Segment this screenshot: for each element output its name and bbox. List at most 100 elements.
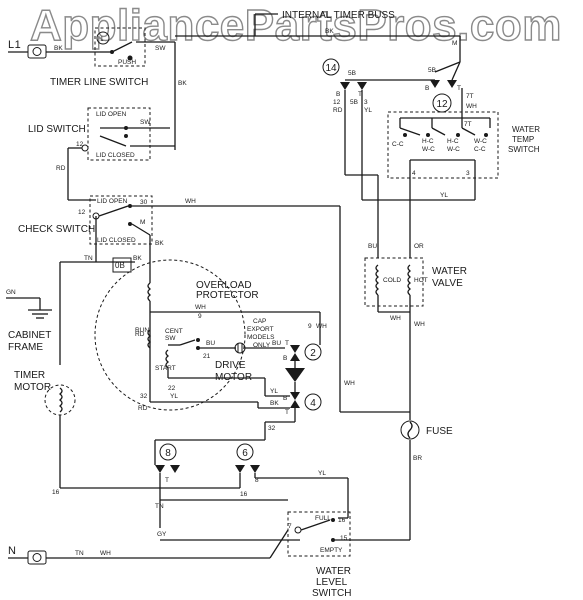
cam-switch-6: 6 8 YL	[235, 443, 349, 519]
svg-text:16: 16	[338, 517, 346, 524]
svg-text:TEMP: TEMP	[512, 135, 534, 144]
tn-wire: TN 0B BK	[59, 216, 142, 365]
internal-timer-buss-label: INTERNAL TIMER BUSS	[282, 10, 395, 21]
svg-text:W-C: W-C	[447, 146, 460, 153]
svg-text:BK: BK	[155, 240, 164, 247]
bottom-bus: 16 TN GY	[59, 473, 300, 541]
svg-text:15: 15	[340, 535, 348, 542]
svg-text:EXPORT: EXPORT	[247, 326, 274, 333]
drive-motor: OVERLOAD PROTECTOR WH 9 RUN RD START CEN…	[94, 259, 320, 411]
svg-text:TN: TN	[84, 255, 93, 262]
callout-12	[432, 93, 452, 113]
l1-input: L1 BK	[8, 39, 100, 59]
timer-line-switch-box	[94, 27, 146, 67]
svg-text:W-C: W-C	[422, 146, 435, 153]
svg-text:GN: GN	[6, 289, 16, 296]
motor-wh-wire: 9 WH	[308, 312, 327, 345]
svg-text:HOT: HOT	[414, 277, 428, 284]
svg-text:RUN: RUN	[135, 327, 149, 334]
callout-0b	[112, 257, 132, 273]
svg-text:7: 7	[288, 523, 292, 530]
svg-text:C-C: C-C	[392, 141, 404, 148]
lid-switch-label: LID SWITCH	[28, 124, 86, 135]
svg-text:BK: BK	[54, 45, 63, 52]
svg-text:3: 3	[364, 99, 368, 106]
svg-text:LID CLOSED: LID CLOSED	[96, 152, 135, 159]
water-valve: COLD HOT WH WH WATER VALVE	[364, 257, 467, 328]
svg-text:TN: TN	[75, 550, 84, 557]
svg-text:YL: YL	[170, 393, 178, 400]
svg-text:RD: RD	[333, 107, 343, 114]
temp-valve-wires: YL BU OR	[344, 160, 476, 258]
svg-text:PROTECTOR: PROTECTOR	[196, 290, 259, 301]
cam-switch-2: 2 B	[283, 343, 322, 382]
svg-text:21: 21	[203, 353, 211, 360]
water-temp-switch-box	[387, 111, 499, 179]
check-switch: LID OPEN LID CLOSED 12 30 M WH BK CHECK …	[18, 195, 340, 265]
cam-switch-8: 8 T	[154, 439, 265, 484]
svg-text:WH: WH	[414, 321, 425, 328]
svg-text:CABINET: CABINET	[8, 330, 51, 341]
svg-text:SWITCH: SWITCH	[312, 588, 351, 599]
callout-14	[322, 58, 340, 76]
svg-text:PUSH: PUSH	[118, 59, 136, 66]
lid-switch-box	[87, 107, 151, 161]
svg-text:START: START	[155, 365, 176, 372]
svg-text:MOTOR: MOTOR	[14, 382, 51, 393]
svg-text:SWITCH: SWITCH	[508, 145, 540, 154]
svg-text:5B: 5B	[350, 99, 358, 106]
svg-text:16: 16	[240, 491, 248, 498]
callout-6	[236, 443, 254, 461]
svg-text:RD: RD	[56, 165, 66, 172]
fuse-symbol	[400, 420, 420, 440]
timer-motor: TIMER MOTOR 16	[14, 370, 76, 496]
svg-text:BK: BK	[325, 28, 334, 35]
svg-text:YL: YL	[318, 470, 326, 477]
cam-switch-4: 4 B T	[283, 392, 322, 416]
svg-text:H-C: H-C	[447, 138, 459, 145]
svg-text:12: 12	[78, 209, 86, 216]
svg-text:BK: BK	[270, 400, 279, 407]
svg-text:N: N	[8, 545, 16, 557]
cam-switch-14: 14 5B B T 12 RD 5B 3 YL	[322, 58, 372, 160]
water-temp-switch: 7T C-C H-C W-C H-C W-C W-C C-C 4 3 WATER…	[387, 111, 540, 179]
svg-text:LID OPEN: LID OPEN	[96, 111, 127, 118]
svg-text:12: 12	[333, 99, 341, 106]
svg-text:OR: OR	[414, 243, 424, 250]
svg-text:WATER: WATER	[316, 566, 351, 577]
svg-text:WH: WH	[344, 380, 355, 387]
callout-2	[304, 343, 322, 361]
svg-text:7T: 7T	[466, 93, 474, 100]
svg-text:EMPTY: EMPTY	[320, 547, 343, 554]
svg-text:16: 16	[52, 489, 60, 496]
svg-text:RD: RD	[138, 405, 148, 412]
svg-text:22: 22	[168, 385, 176, 392]
svg-text:9: 9	[308, 323, 312, 330]
svg-text:5B: 5B	[428, 67, 436, 74]
svg-text:8: 8	[165, 448, 171, 459]
svg-text:W-C: W-C	[474, 138, 487, 145]
svg-text:BU: BU	[206, 340, 215, 347]
svg-text:FUSE: FUSE	[426, 426, 453, 437]
svg-text:B: B	[283, 395, 287, 402]
export-capacitor: CAP EXPORT MODELS ONLY BU T	[230, 318, 289, 354]
svg-text:0B: 0B	[115, 261, 125, 270]
svg-text:YL: YL	[364, 107, 372, 114]
svg-text:9: 9	[198, 313, 202, 320]
watermark: AppliancePartsPros.com	[30, 1, 562, 50]
svg-text:WATER: WATER	[512, 125, 540, 134]
svg-text:WATER: WATER	[432, 266, 467, 277]
svg-text:BU: BU	[368, 243, 377, 250]
svg-text:T: T	[358, 91, 362, 98]
svg-text:T: T	[457, 85, 461, 92]
svg-text:5B: 5B	[348, 70, 356, 77]
check-switch-label: CHECK SWITCH	[18, 224, 95, 235]
svg-text:YL: YL	[440, 192, 448, 199]
svg-text:DRIVE: DRIVE	[215, 360, 246, 371]
timer-line-switch: 1 PUSH SW TIMER LINE SWITCH	[50, 27, 175, 88]
svg-text:6: 6	[242, 448, 248, 459]
svg-text:8: 8	[255, 477, 259, 484]
svg-text:BK: BK	[133, 255, 142, 262]
